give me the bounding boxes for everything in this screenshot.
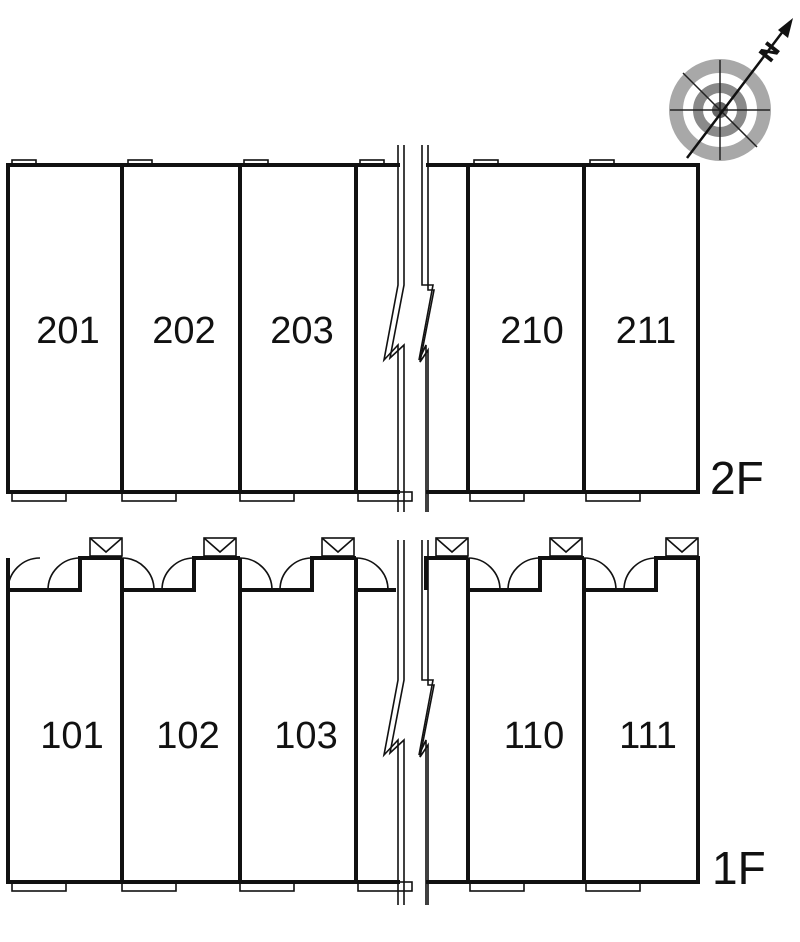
- unit-label-101: 101: [40, 715, 103, 757]
- floor-2f: 201 202 203 210 211 2F: [6, 145, 764, 512]
- floor-label-1f: 1F: [712, 842, 766, 894]
- door-swings-1f: [7, 557, 657, 591]
- unit-label-202: 202: [152, 310, 215, 352]
- balconies-1f: [11, 881, 641, 892]
- entry-steps-1f: [89, 537, 699, 557]
- balconies-2f: [11, 491, 641, 502]
- unit-label-203: 203: [270, 310, 333, 352]
- vent-markers-2f: [11, 159, 615, 167]
- unit-label-210: 210: [500, 310, 563, 352]
- unit-label-211: 211: [616, 310, 677, 352]
- floor-label-2f: 2F: [710, 452, 764, 504]
- compass-icon: N: [669, 18, 793, 161]
- unit-label-102: 102: [156, 715, 219, 757]
- unit-label-110: 110: [504, 715, 565, 757]
- unit-label-111: 111: [619, 715, 677, 757]
- unit-label-103: 103: [274, 715, 337, 757]
- floor-1f: 101 102 103 110 111 1F: [6, 537, 766, 905]
- unit-label-201: 201: [36, 310, 99, 352]
